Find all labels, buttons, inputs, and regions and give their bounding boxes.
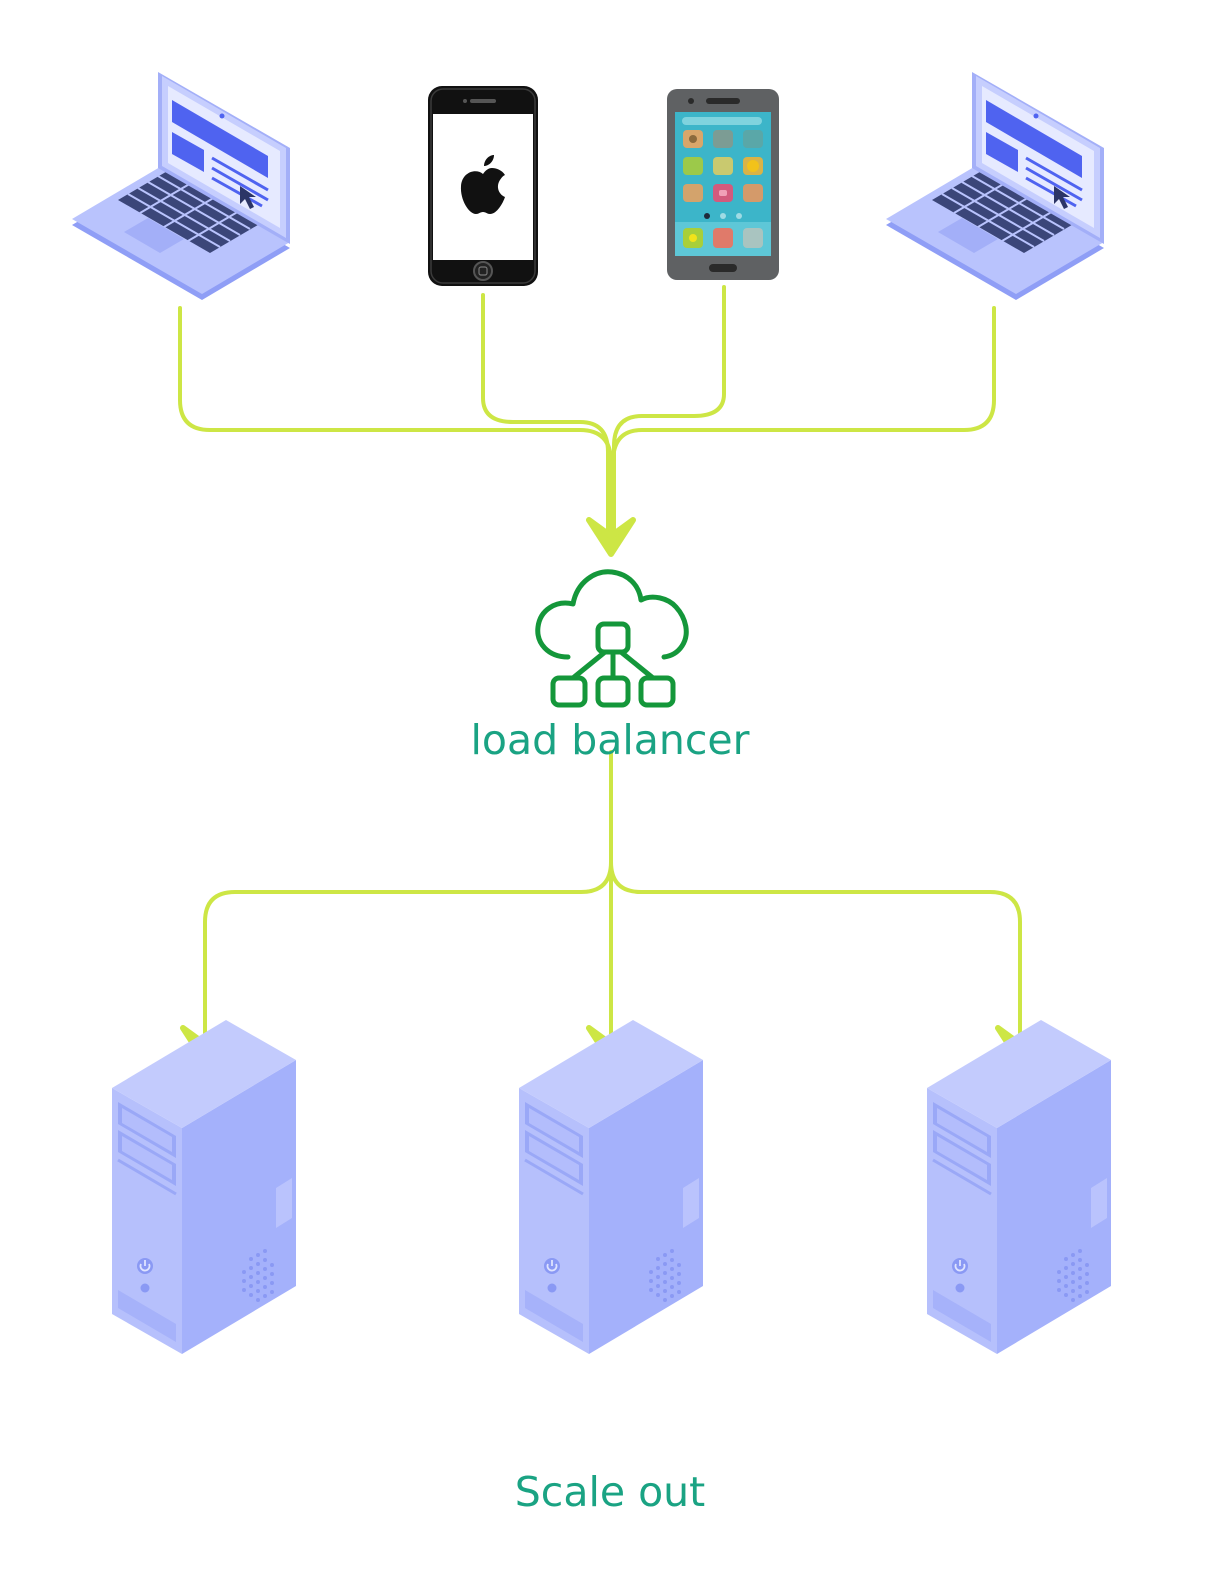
connector-server-left [203,860,613,1042]
cloud-network-icon [535,569,689,708]
laptop-left-icon [70,70,292,302]
client-connectors [178,285,996,542]
server-center-icon [517,1018,705,1356]
connector-server-right [609,860,1022,1042]
connector-laptop-right [611,306,996,542]
diagram-caption: Scale out [515,1468,706,1516]
server-connectors [203,750,1022,1042]
connector-android [612,285,726,542]
android-phone-icon [667,89,779,280]
server-right-icon [925,1018,1113,1356]
laptop-right-icon [884,70,1106,302]
iphone-icon [428,86,538,286]
server-left-icon [110,1018,298,1356]
connector-iphone [481,293,610,542]
load-balancer-label: load balancer [471,716,750,764]
